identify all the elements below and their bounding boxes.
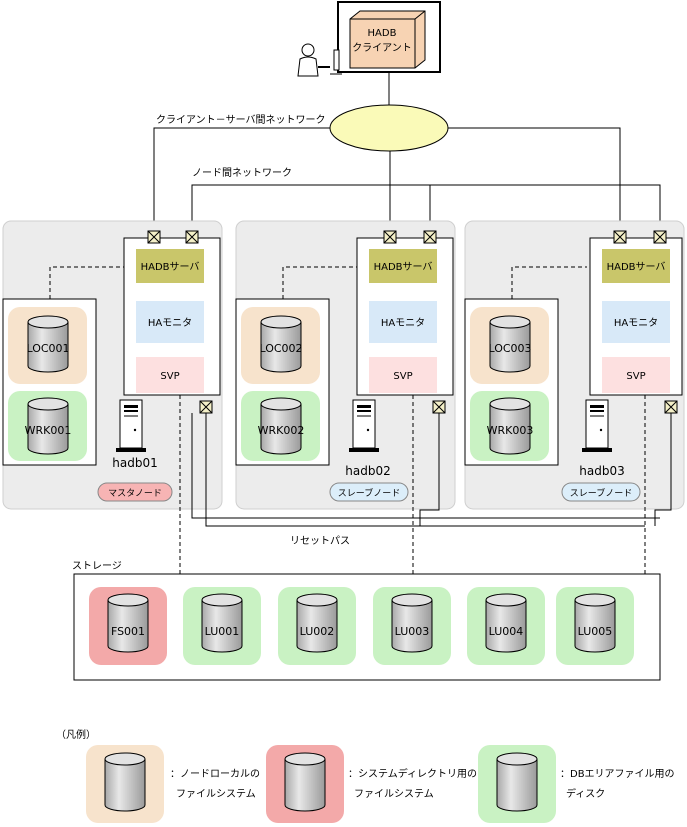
hadb-server-label: HADBサーバ xyxy=(141,261,200,273)
disk-label: FS001 xyxy=(111,625,145,638)
legend-title: （凡例） xyxy=(56,728,96,741)
hadb-server-label: HADBサーバ xyxy=(374,261,433,273)
server-icon xyxy=(116,399,146,452)
disk-label: LU005 xyxy=(578,625,613,638)
work-disk-label: WRK003 xyxy=(487,424,534,437)
node-hadb02: LOC002 WRK002 HADBサーバ HAモニタ SVP hadb02 ス… xyxy=(235,220,456,510)
storage-label: ストレージ xyxy=(72,561,122,572)
inter-node-network-label: ノード間ネットワーク xyxy=(192,167,292,179)
disk-label: LU004 xyxy=(489,625,524,638)
reset-path-lines xyxy=(191,413,672,527)
local-fs-label: LOC001 xyxy=(26,342,69,355)
client-label-line1: HADB xyxy=(368,28,397,39)
slave-node-badge: スレーブノード xyxy=(338,487,400,499)
work-disk-label: WRK002 xyxy=(258,424,305,437)
disk-label: LU002 xyxy=(300,625,335,638)
legend-text-line1: ：システムディレクトリ用の xyxy=(348,767,477,780)
local-fs-label: LOC002 xyxy=(259,342,302,355)
legend-text-line1: ：DBエリアファイル用の xyxy=(560,769,675,780)
hadb-client: HADB クライアント xyxy=(337,1,441,73)
user-icon xyxy=(297,43,342,77)
legend-local-fs: ：ノードローカルの ファイルシステム xyxy=(86,745,260,823)
svp-label: SVP xyxy=(626,371,645,382)
client-server-network-label: クライアント－サーバ間ネットワーク xyxy=(156,114,326,126)
ha-monitor-label: HAモニタ xyxy=(614,317,658,329)
host-name: hadb02 xyxy=(345,464,390,478)
ha-monitor-label: HAモニタ xyxy=(381,317,425,329)
disk-label: LU003 xyxy=(395,625,430,638)
hadb-server-label: HADBサーバ xyxy=(607,261,666,273)
host-name: hadb01 xyxy=(112,456,157,470)
network-hub xyxy=(329,104,449,152)
host-name: hadb03 xyxy=(579,464,624,478)
storage-disk-lu003: LU003 xyxy=(373,587,451,665)
slave-node-badge: スレーブノード xyxy=(570,487,632,499)
storage-disk-lu002: LU002 xyxy=(278,587,356,665)
svp-label: SVP xyxy=(393,371,412,382)
master-node-badge: マスタノード xyxy=(108,488,162,499)
svp-label: SVP xyxy=(160,371,179,382)
ha-monitor-label: HAモニタ xyxy=(148,317,192,329)
legend-text-line2: ファイルシステム xyxy=(176,788,256,800)
server-icon xyxy=(349,399,379,452)
legend-system-dir: ：システムディレクトリ用の ファイルシステム xyxy=(266,745,477,823)
storage-links xyxy=(179,395,646,574)
legend-text-line1: ：ノードローカルの xyxy=(170,768,260,780)
client-label-line2: クライアント xyxy=(352,42,412,54)
work-disk-label: WRK001 xyxy=(25,424,72,437)
disk-label: LU001 xyxy=(205,625,240,638)
server-icon xyxy=(582,399,612,452)
reset-path-label: リセットパス xyxy=(290,535,350,547)
port-icon xyxy=(383,230,446,414)
legend-text-line2: ファイルシステム xyxy=(354,788,434,800)
storage-disk-lu001: LU001 xyxy=(183,587,261,665)
storage-disk-fs001: FS001 xyxy=(89,587,167,665)
node-hadb03: LOC003 WRK003 HADBサーバ HAモニタ SVP hadb03 ス… xyxy=(464,220,685,510)
legend-text-line2: ディスク xyxy=(566,787,605,800)
network-links xyxy=(153,72,661,231)
storage-disk-lu004: LU004 xyxy=(467,587,545,665)
port-icon xyxy=(613,230,678,414)
legend-db-area: ：DBエリアファイル用の ディスク xyxy=(478,745,675,823)
local-fs-label: LOC003 xyxy=(488,342,531,355)
port-icon xyxy=(147,230,213,414)
storage-disk-lu005: LU005 xyxy=(556,587,634,665)
node-hadb01: LOC001 WRK001 HADBサーバ HAモニタ SVP hadb01 マ… xyxy=(2,220,223,510)
